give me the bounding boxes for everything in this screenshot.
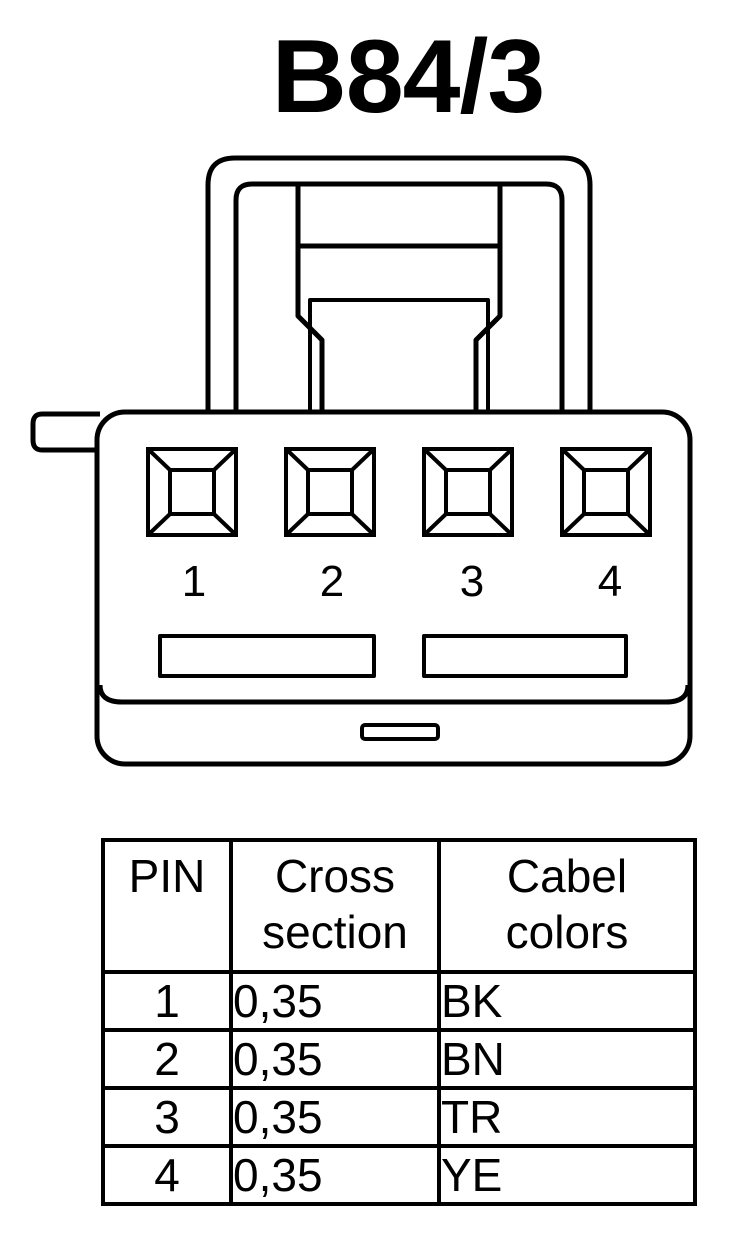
cell-cross-section: 0,35 <box>229 1144 441 1206</box>
pin-assignment-table: PIN Cross section Cabel colors 1 0,35 BK… <box>101 838 697 1206</box>
key-slot <box>360 723 440 741</box>
connector-title: B84/3 <box>271 19 546 135</box>
pin-terminal-3 <box>422 447 514 537</box>
pin-label-1: 1 <box>182 557 206 606</box>
housing-step <box>97 684 691 705</box>
cell-pin: 3 <box>101 1086 233 1148</box>
slot-left <box>158 634 376 678</box>
cell-pin: 2 <box>101 1028 233 1090</box>
cell-color: BN <box>437 1028 697 1090</box>
latch-inner <box>233 181 565 412</box>
header-cable-colors: Cabel colors <box>437 838 697 974</box>
cell-color: TR <box>437 1086 697 1148</box>
table-row: 3 0,35 TR <box>101 1086 697 1148</box>
connector-diagram: 1 2 3 4 <box>30 155 693 767</box>
pin-terminal-2 <box>284 447 376 537</box>
pin-terminal-4 <box>560 447 652 537</box>
slot-right <box>422 634 628 678</box>
table-header-row: PIN Cross section Cabel colors <box>101 838 697 974</box>
pin-label-4: 4 <box>598 557 622 606</box>
cell-cross-section: 0,35 <box>229 970 441 1032</box>
cell-pin: 1 <box>101 970 233 1032</box>
pin-label-2: 2 <box>320 557 344 606</box>
table-row: 2 0,35 BN <box>101 1028 697 1090</box>
side-tab <box>30 411 100 453</box>
header-pin: PIN <box>101 838 233 974</box>
table-row: 1 0,35 BK <box>101 970 697 1032</box>
header-cross-section: Cross section <box>229 838 441 974</box>
cell-cross-section: 0,35 <box>229 1086 441 1148</box>
latch-outer <box>205 155 593 412</box>
pin-terminal-1 <box>146 447 238 537</box>
cell-pin: 4 <box>101 1144 233 1206</box>
cell-cross-section: 0,35 <box>229 1028 441 1090</box>
cell-color: BK <box>437 970 697 1032</box>
table-row: 4 0,35 YE <box>101 1144 697 1206</box>
cell-color: YE <box>437 1144 697 1206</box>
pin-label-3: 3 <box>460 557 484 606</box>
